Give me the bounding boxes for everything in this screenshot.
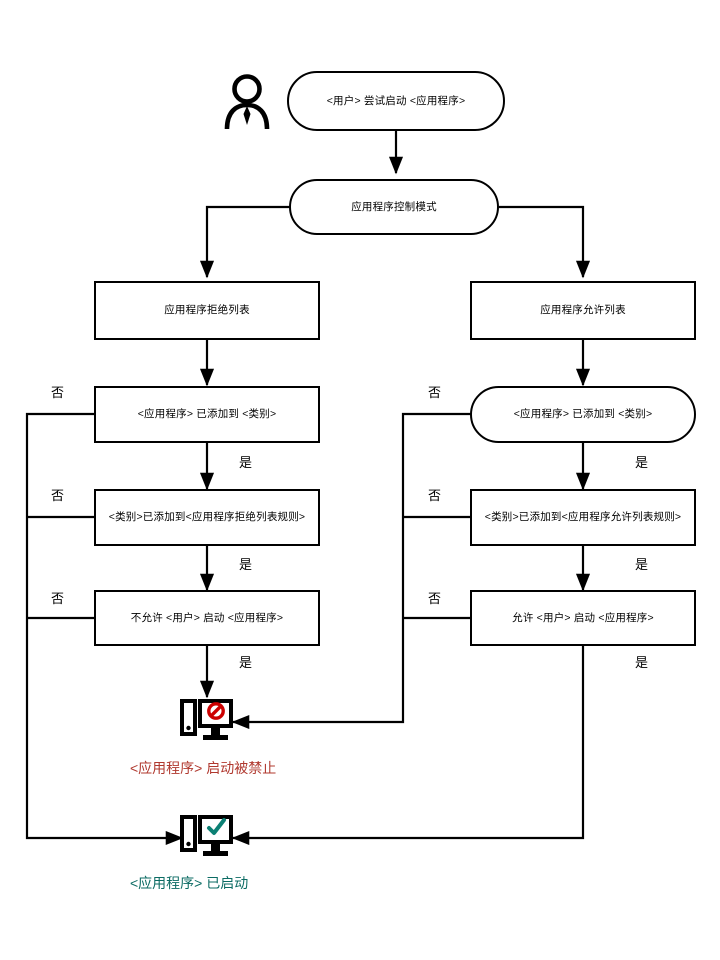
node-deny-list[interactable]: 应用程序拒绝列表 — [94, 281, 320, 340]
node-allow-action[interactable]: 允许 <用户> 启动 <应用程序> — [470, 590, 696, 646]
edge-label-deny-action-no: 否 — [51, 591, 65, 606]
outcome-denied-label: <应用程序> 启动被禁止 — [130, 760, 277, 776]
node-control-mode[interactable]: 应用程序控制模式 — [289, 179, 499, 235]
node-control-mode-label: 应用程序控制模式 — [351, 200, 437, 213]
node-start[interactable]: <用户> 尝试启动 <应用程序> — [287, 71, 505, 131]
user-person-icon — [222, 72, 272, 135]
node-allow-list-label: 应用程序允许列表 — [540, 304, 626, 317]
node-allow-category-check[interactable]: <应用程序> 已添加到 <类别> — [470, 386, 696, 443]
node-allow-rule-check[interactable]: <类别>已添加到<应用程序允许列表规则> — [470, 489, 696, 546]
edge-label-allow-category-yes: 是 — [635, 455, 649, 470]
node-allow-list[interactable]: 应用程序允许列表 — [470, 281, 696, 340]
outcome-allowed-label: <应用程序> 已启动 — [130, 875, 249, 891]
node-deny-rule-check[interactable]: <类别>已添加到<应用程序拒绝列表规则> — [94, 489, 320, 546]
node-deny-action[interactable]: 不允许 <用户> 启动 <应用程序> — [94, 590, 320, 646]
node-allow-rule-check-label: <类别>已添加到<应用程序允许列表规则> — [484, 511, 682, 524]
node-deny-category-check[interactable]: <应用程序> 已添加到 <类别> — [94, 386, 320, 443]
monitor-blocked-icon — [180, 698, 234, 751]
edge-label-allow-action-no: 否 — [428, 591, 442, 606]
node-deny-rule-check-label: <类别>已添加到<应用程序拒绝列表规则> — [108, 511, 306, 524]
node-deny-action-label: 不允许 <用户> 启动 <应用程序> — [130, 611, 284, 624]
monitor-check-icon — [180, 814, 234, 867]
edge-label-allow-category-no: 否 — [428, 385, 442, 400]
node-start-label: <用户> 尝试启动 <应用程序> — [326, 94, 466, 107]
edge-label-deny-rule-yes: 是 — [239, 557, 253, 572]
node-deny-category-check-label: <应用程序> 已添加到 <类别> — [137, 408, 277, 421]
edge-label-deny-category-no: 否 — [51, 385, 65, 400]
node-allow-action-label: 允许 <用户> 启动 <应用程序> — [512, 611, 654, 624]
edge-label-allow-action-yes: 是 — [635, 655, 649, 670]
node-deny-list-label: 应用程序拒绝列表 — [164, 304, 250, 317]
edge-label-allow-rule-no: 否 — [428, 488, 442, 503]
edge-label-deny-category-yes: 是 — [239, 455, 253, 470]
edge-label-deny-rule-no: 否 — [51, 488, 65, 503]
edge-label-allow-rule-yes: 是 — [635, 557, 649, 572]
node-allow-category-check-label: <应用程序> 已添加到 <类别> — [513, 408, 653, 421]
edge-label-deny-action-yes: 是 — [239, 655, 253, 670]
